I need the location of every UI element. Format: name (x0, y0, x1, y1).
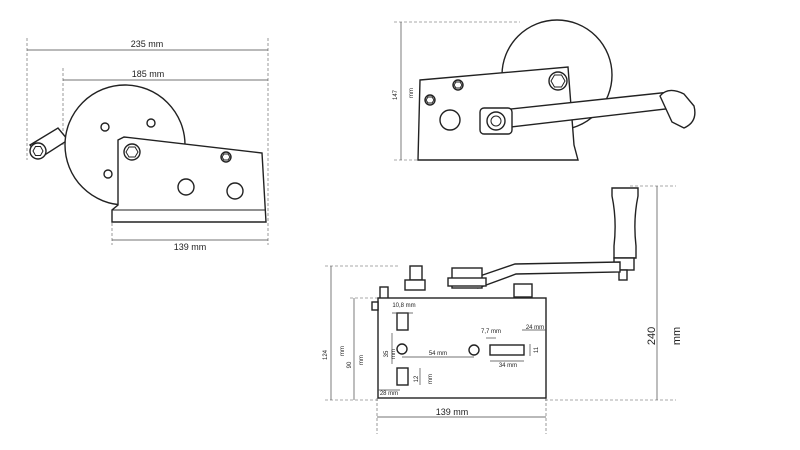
front-height-unit: mm (409, 88, 415, 98)
slot-height-unit: mm (428, 374, 434, 384)
top-view: 124 mm 90 mm 240 mm 139 mm (323, 185, 683, 434)
drum-length-label: 185 mm (132, 69, 165, 79)
front-view: 147 mm (393, 19, 696, 161)
lower-slot (396, 367, 409, 386)
handle-nut-icon (29, 142, 47, 160)
overall-length-label: 235 mm (131, 39, 164, 49)
top-base-length-label: 139 mm (436, 407, 469, 417)
top-crank-grip-icon (611, 187, 639, 259)
crank-hub-icon (486, 111, 506, 131)
top-crank-arm (473, 261, 621, 289)
slot-right-label: 24 mm (526, 325, 544, 331)
mount-hole-left (396, 343, 408, 355)
front-crank-grip-icon (659, 89, 696, 129)
front-height-label: 147 (393, 89, 399, 100)
side-view: 235 mm 185 mm 139 mm (26, 38, 269, 252)
slot-width-label: 10,8 mm (392, 303, 415, 309)
body-inner-height-label: 90 (347, 361, 353, 368)
hole-spacing-label: 54 mm (429, 351, 447, 357)
body-inner-height-unit: mm (359, 355, 365, 365)
total-height-label: 240 (646, 327, 658, 345)
slot-long-label: 34 mm (499, 363, 517, 369)
small-gap-label: 7,7 mm (481, 329, 501, 335)
hole-offset-unit: mm (391, 349, 397, 359)
slot-height-label: 12 (414, 375, 420, 382)
hole-offset-label: 35 (384, 350, 390, 357)
mount-hole-right (468, 344, 480, 356)
total-height-unit: mm (671, 327, 683, 345)
long-slot (489, 344, 525, 356)
body-height-unit: mm (340, 346, 346, 356)
body-height-label: 124 (323, 349, 329, 360)
edge-offset-label: 28 mm (380, 391, 398, 397)
mount-slot (396, 312, 409, 331)
slot-right-height-label: 11 (534, 346, 540, 353)
side-base-length-label: 139 mm (174, 242, 207, 252)
